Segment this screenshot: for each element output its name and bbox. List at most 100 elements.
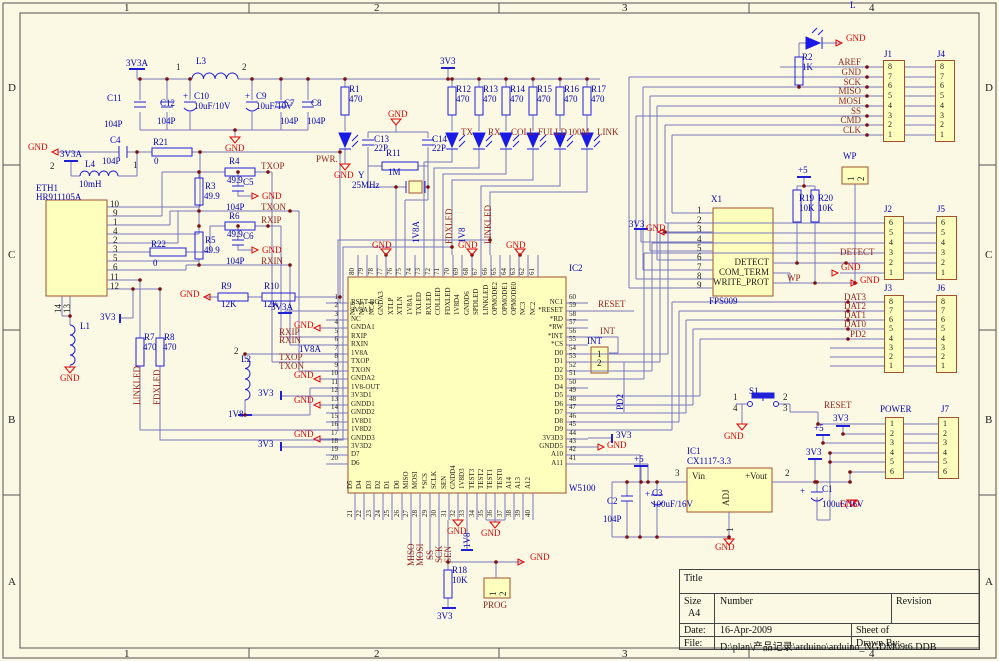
power-net-label: GND [262, 191, 282, 201]
designator-label: 100uF/16V [652, 499, 694, 509]
pin-number: 13 [331, 395, 338, 403]
pin-name: A12 [524, 476, 532, 489]
eth1-body[interactable] [45, 199, 108, 297]
connector-j3[interactable] [884, 295, 904, 373]
power-net-label: GND [506, 240, 526, 250]
designator-label: IC2 [569, 263, 583, 273]
designator-label: 2 [783, 392, 788, 402]
designator-label: 4 [733, 403, 738, 413]
designator-label: Y [358, 170, 365, 180]
connector-pin-number: 6 [941, 218, 945, 227]
designator-label: 2 [697, 215, 702, 225]
pin-number: 50 [569, 378, 576, 386]
designator-label: 6 [113, 262, 118, 272]
pin-number: 68 [462, 268, 470, 275]
size-value: A4 [688, 608, 701, 619]
connector-pin-number: 1 [941, 361, 945, 370]
designator-label: 3V3 [833, 413, 849, 423]
pin-name: D0 [393, 480, 401, 489]
designator-label: 1 [488, 591, 498, 597]
zone-col-1: 1 [124, 2, 130, 14]
net-label: DAT1 [844, 310, 866, 320]
designator-label: C10 [194, 91, 210, 101]
connector-j2[interactable] [884, 216, 904, 280]
pin-number: 24 [374, 510, 382, 517]
pin-name: 1V8D2 [351, 425, 372, 433]
pin-number: 36 [486, 510, 494, 517]
connector-pin-number: 3 [943, 438, 947, 447]
designator-label: 1 [697, 205, 702, 215]
net-label: TXON [279, 361, 304, 371]
pin-number: 58 [569, 310, 576, 318]
connector-j4[interactable] [935, 60, 955, 142]
pin-number: 4 [334, 318, 339, 326]
pushbutton-s1[interactable] [747, 392, 779, 407]
connector-pin-number: 8 [940, 62, 944, 71]
designator-label: 49.9 [204, 245, 220, 255]
crystal-body[interactable] [408, 180, 423, 194]
connector-pin-number: 4 [940, 101, 944, 110]
designator-label: 22P [374, 143, 389, 153]
pin-name: SEN [440, 475, 448, 489]
designator-label: J6 [937, 283, 946, 293]
designator-label: PD2 [615, 393, 625, 410]
power-net-label: GND [646, 223, 666, 233]
designator-label: 3 [697, 224, 702, 234]
pin-number: 65 [490, 268, 498, 275]
connector-pin-number: 5 [943, 457, 947, 466]
connector-j7[interactable] [938, 417, 959, 479]
zone-col-3b: 3 [622, 648, 628, 660]
net-label: DAT0 [844, 319, 866, 329]
pin-name: A11 [551, 459, 563, 467]
designator-label: 25MHz [352, 180, 380, 190]
wp-jumper-body[interactable] [841, 166, 869, 185]
pin-number: 3 [334, 310, 339, 318]
pin-number: 55 [569, 335, 576, 343]
connector-j6[interactable] [936, 295, 957, 373]
designator-label: 104P [307, 116, 326, 126]
designator-label: R20 [818, 193, 834, 203]
chip-ic2-body[interactable] [347, 276, 567, 494]
net-label: DETECT [840, 247, 875, 257]
designator-label: 9 [697, 280, 702, 290]
designator-label: 12K [221, 299, 237, 309]
designator-label: 3V3 [616, 430, 632, 440]
net-label: GND [841, 67, 862, 77]
connector-j5[interactable] [936, 216, 957, 280]
power-net-label: GND [840, 499, 860, 509]
designator-label: 104P [226, 256, 245, 266]
net-label: RXIP [261, 215, 282, 225]
pin-number: 61 [528, 268, 536, 275]
designator-label: 5 [697, 243, 702, 253]
file-value: D:\plan\产品记录\arduino\arduino_NGDM09t6.DD… [720, 642, 937, 653]
pin-number: 35 [477, 510, 485, 517]
designator-label: 3V3 [258, 388, 274, 398]
power-net-label: GND [841, 262, 861, 272]
designator-label: 7 [697, 262, 702, 272]
pin-number: 52 [569, 361, 576, 369]
pin-number: 6 [334, 335, 339, 343]
pin-name: D4 [355, 480, 363, 489]
connector-power[interactable] [885, 417, 904, 479]
pin-name: D1 [554, 357, 563, 365]
designator-label: 10uF/10V [256, 101, 293, 111]
connector-pin-number: 3 [888, 111, 892, 120]
pin-name: *CS [550, 340, 563, 348]
designator-label: 49.9 [204, 191, 220, 201]
designator-label: 3V3 [806, 447, 822, 457]
pin-name: D6 [351, 459, 360, 467]
pin-name: NC5 [358, 301, 366, 315]
connector-j1[interactable] [883, 60, 905, 142]
designator-label: R22 [151, 239, 167, 249]
prog-jumper-body[interactable] [483, 577, 511, 599]
pin-number: 77 [376, 268, 384, 275]
net-label: AREF [837, 57, 861, 67]
pin-name: GNDD3 [351, 434, 375, 442]
pin-number: 23 [365, 510, 373, 517]
regulator-ic1-body[interactable] [686, 467, 773, 513]
pin-name: A10 [550, 450, 563, 458]
designator-label: 104P [226, 202, 245, 212]
pin-name: D7 [351, 450, 360, 458]
zone-col-2b: 2 [374, 648, 380, 660]
